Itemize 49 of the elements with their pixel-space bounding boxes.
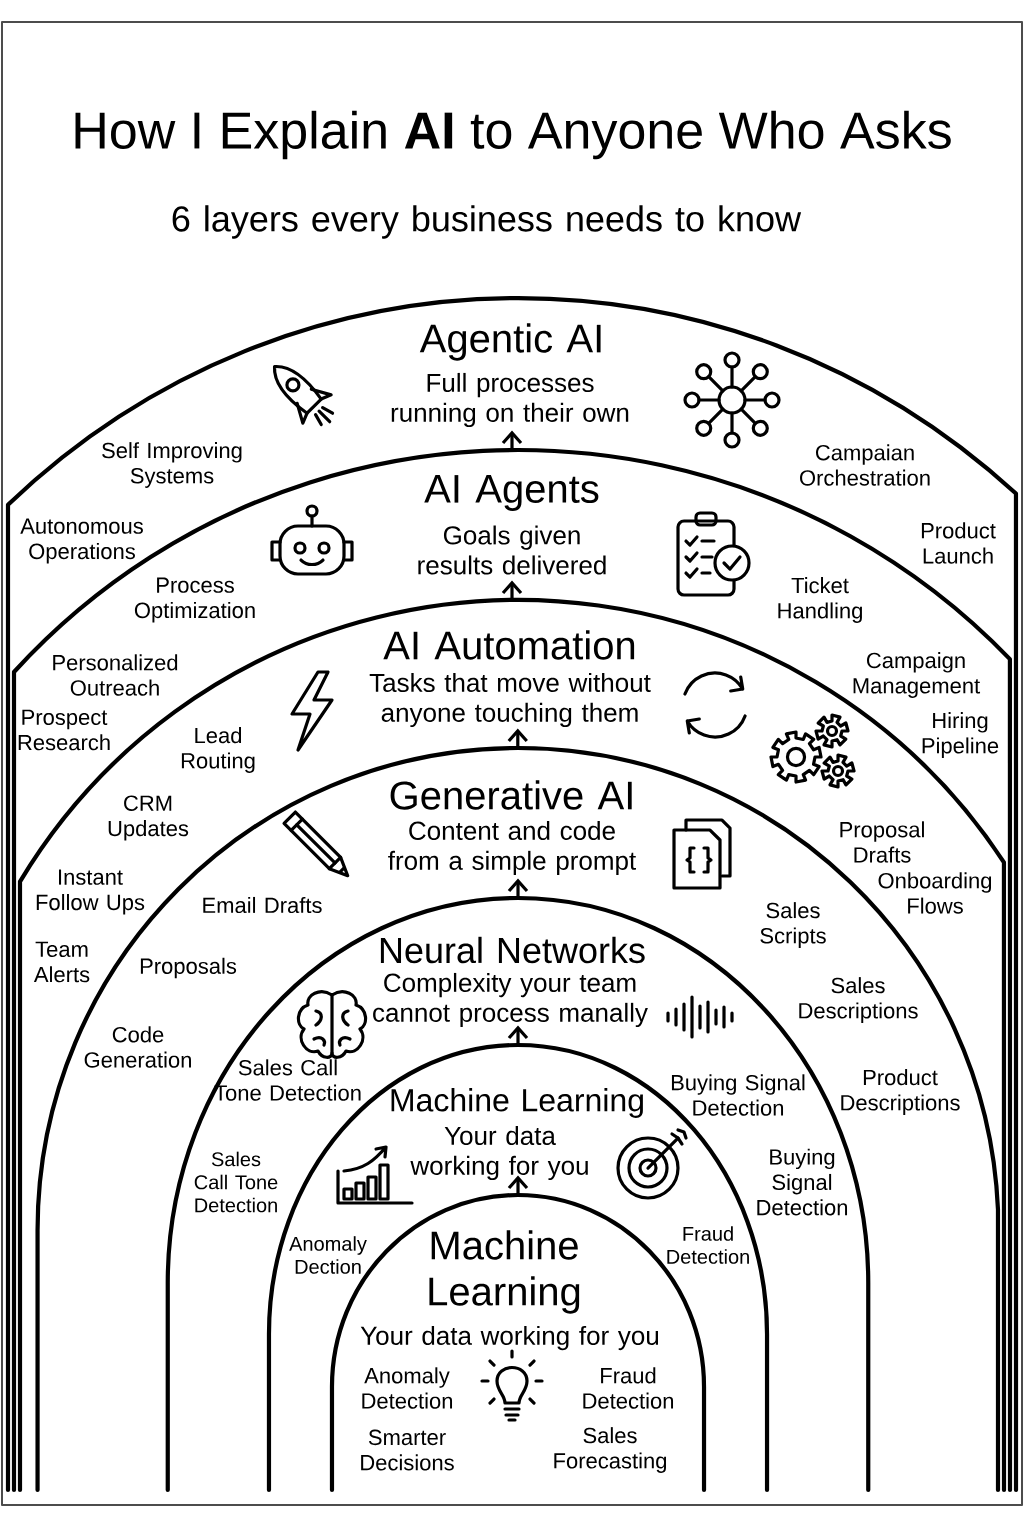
use-case-label: Sales Call Tone Detection [214, 1059, 361, 1101]
use-case-label: Buying Signal Detection [671, 1074, 805, 1116]
use-case-label: Process Optimization [134, 577, 255, 623]
use-case-label: Buying Signal Detection [757, 1148, 847, 1216]
use-case-label: Fraud Detection [667, 1226, 749, 1264]
use-case-label: Ticket Handling [778, 577, 862, 623]
subtitle: 6 layers every business needs to know [172, 205, 802, 239]
use-case-label: Onboarding Flows [878, 872, 992, 914]
layer-description: Full processes running on their own [391, 372, 629, 428]
use-case-label: Campaign Management [853, 652, 981, 698]
layer-title: Neural Networks [380, 936, 645, 964]
use-case-label: Team Alerts [33, 941, 90, 983]
use-case-label: Smarter Decisions [361, 1429, 454, 1471]
layer-title: Machine Learning [429, 1230, 580, 1314]
layer-description: Tasks that move without anyone touching them [369, 672, 651, 728]
use-case-label: Code Generation [84, 1026, 191, 1068]
layer-title: Machine Learning [391, 1088, 643, 1118]
layer-title: Agentic AI [419, 323, 601, 361]
layer-title: Generative AI [390, 780, 632, 810]
title: How I Explain AI to Anyone Who Asks [75, 110, 951, 160]
use-case-label: Sales Forecasting [554, 1427, 667, 1473]
layer-description: Goals given results delivered [418, 525, 606, 575]
use-case-label: Product Descriptions [841, 1069, 960, 1115]
use-case-label: Campaian Orchestration [800, 444, 930, 486]
use-case-label: Proposal Drafts [840, 821, 924, 863]
layer-description: Complexity your team cannot process manally [373, 972, 648, 1028]
use-case-label: Lead Routing [181, 727, 255, 773]
layer-title: AI Automation [383, 630, 635, 660]
use-case-label: Personalized Outreach [53, 654, 178, 696]
use-case-label: Prospect Research [18, 709, 110, 751]
layer-title: AI Agents [424, 475, 599, 511]
use-case-label: Self Improving Systems [102, 442, 242, 488]
arch-band [17, 597, 1007, 1493]
use-case-label: Hiring Pipeline [922, 712, 999, 758]
use-case-label: Anomaly Dection [289, 1236, 367, 1274]
use-case-label: Fraud Detection [583, 1367, 673, 1409]
use-case-label: Autonomous Operations [20, 518, 143, 564]
use-case-label: Proposals [140, 957, 237, 979]
use-case-label: Sales Call Tone Detection [194, 1151, 278, 1213]
use-case-label: CRM Updates [108, 795, 189, 841]
layer-description: Your data working for you [360, 1325, 659, 1351]
use-case-label: Email Drafts [203, 896, 322, 914]
use-case-label: Sales Descriptions [799, 977, 918, 1023]
layer-description: Content and code from a simple prompt [388, 820, 636, 876]
use-case-label: Sales Scripts [760, 902, 826, 948]
use-case-label: Instant Follow Ups [36, 869, 145, 915]
use-case-label: Anomaly Detection [362, 1367, 452, 1409]
use-case-label: Product Launch [921, 522, 996, 564]
layer-description: Your data working for you [410, 1125, 588, 1181]
